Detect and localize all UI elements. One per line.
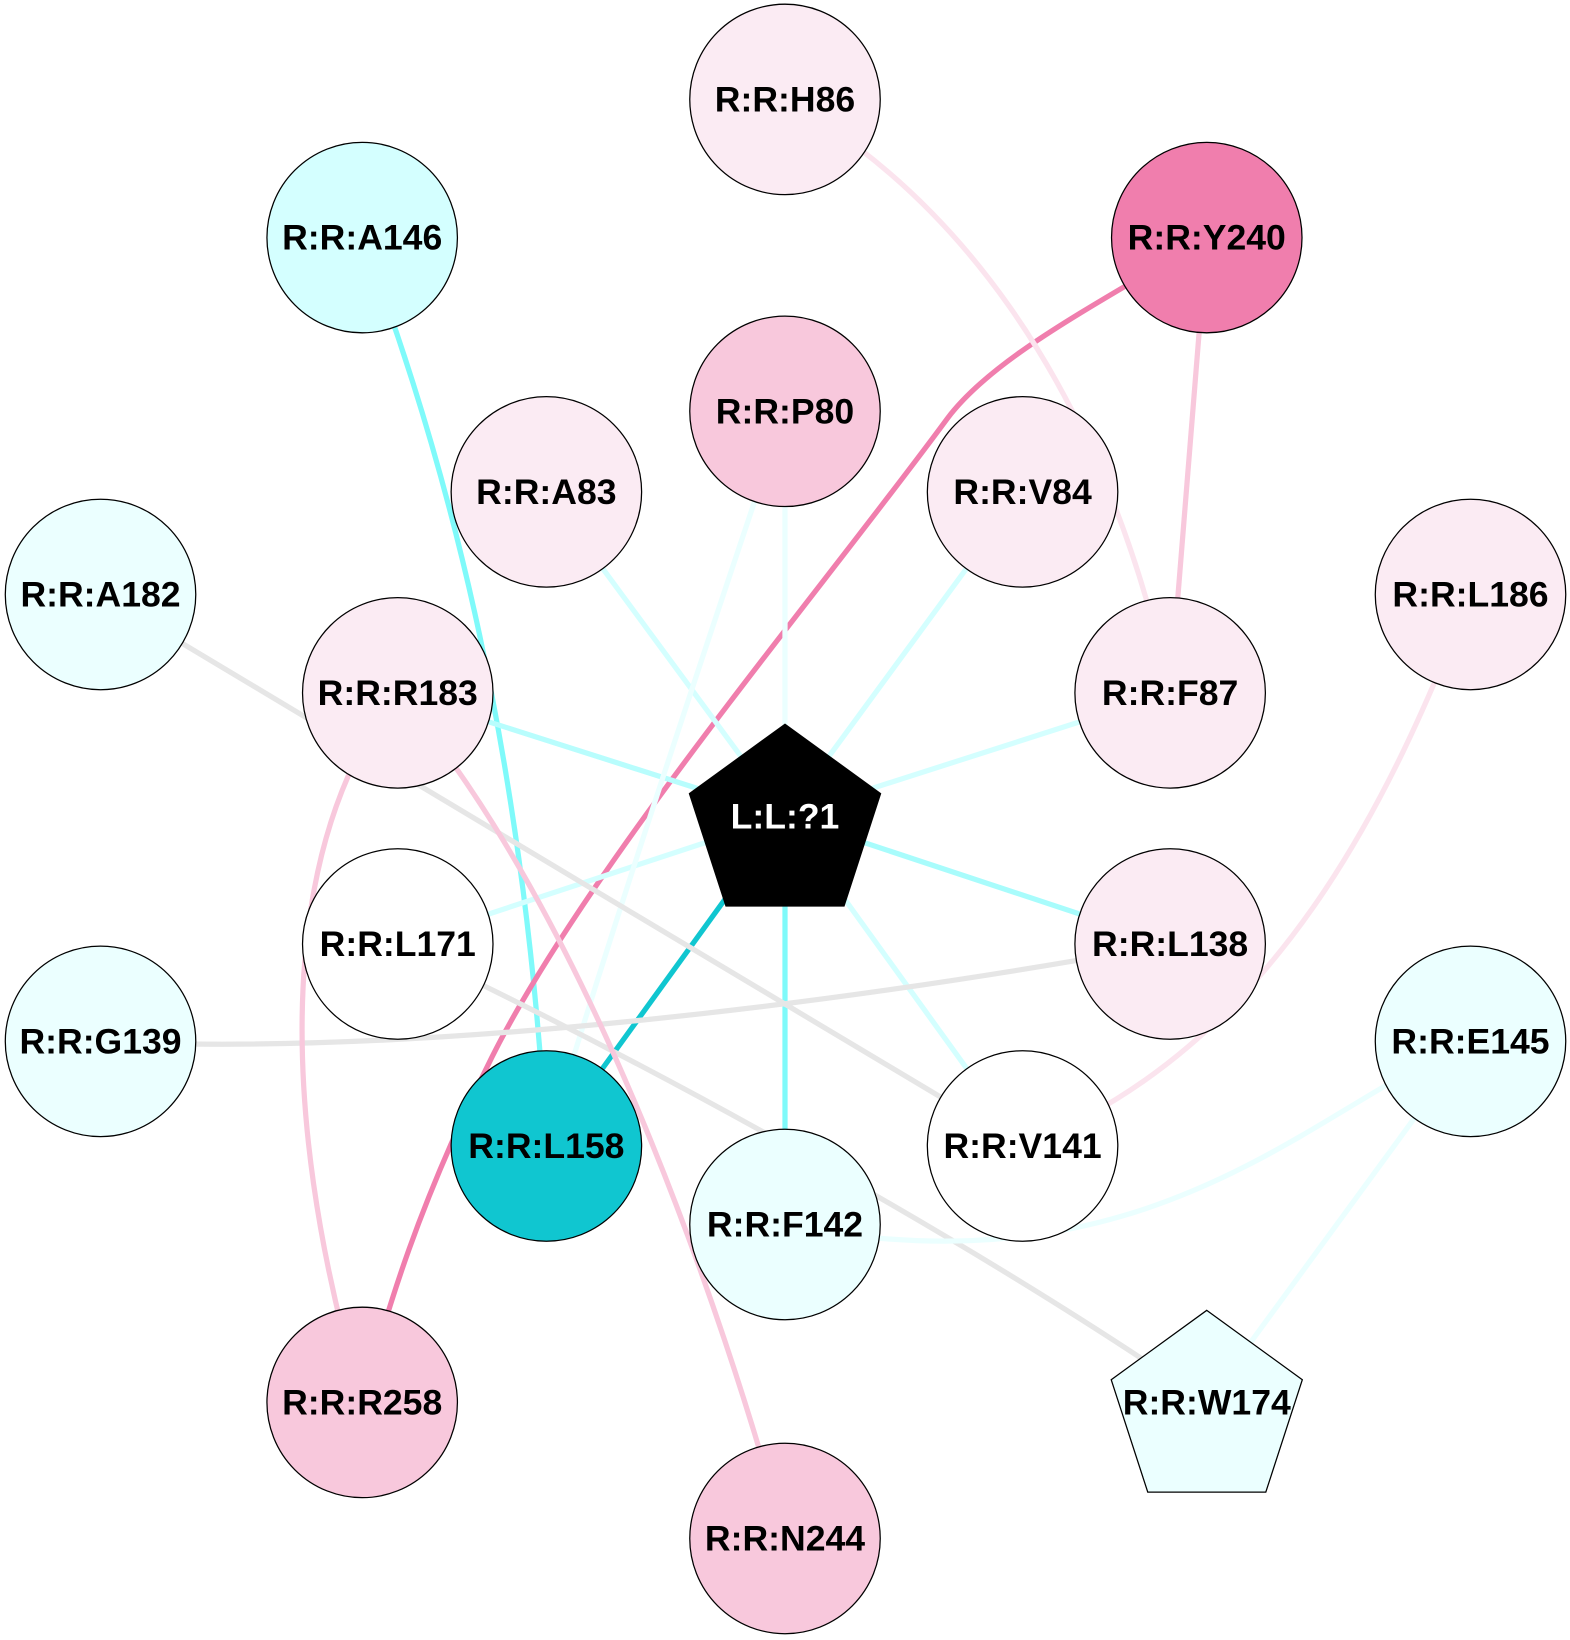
node-shape xyxy=(926,1050,1119,1242)
node-v84[interactable]: R:R:V84 xyxy=(926,396,1119,588)
node-g139[interactable]: R:R:G139 xyxy=(4,945,197,1138)
node-r183[interactable]: R:R:R183 xyxy=(301,596,494,789)
node-e145[interactable]: R:R:E145 xyxy=(1374,945,1567,1138)
node-shape xyxy=(689,3,881,196)
node-shape xyxy=(1374,498,1567,691)
node-label: R:R:R258 xyxy=(282,1382,442,1422)
node-shape xyxy=(1074,596,1267,789)
node-v141[interactable]: R:R:V141 xyxy=(926,1050,1119,1242)
node-label: R:R:L158 xyxy=(468,1126,624,1166)
node-label: R:R:G139 xyxy=(19,1021,181,1061)
node-label: R:R:R183 xyxy=(318,673,478,713)
node-shape xyxy=(1110,141,1303,334)
node-label: L:L:?1 xyxy=(731,796,840,836)
node-shape xyxy=(926,396,1119,588)
node-n244[interactable]: R:R:N244 xyxy=(689,1442,881,1635)
node-label: R:R:E145 xyxy=(1391,1021,1549,1061)
node-p80[interactable]: R:R:P80 xyxy=(689,315,881,508)
node-l186[interactable]: R:R:L186 xyxy=(1374,498,1567,691)
node-shape xyxy=(4,498,197,691)
node-a182[interactable]: R:R:A182 xyxy=(4,498,197,691)
node-label: R:R:W174 xyxy=(1123,1382,1291,1422)
node-r258[interactable]: R:R:R258 xyxy=(266,1306,459,1499)
node-shape xyxy=(689,1128,881,1321)
node-label: R:R:V84 xyxy=(953,472,1092,512)
edge-a182-v141 xyxy=(99,592,1024,1149)
node-l158[interactable]: R:R:L158 xyxy=(450,1050,643,1242)
node-shape xyxy=(266,1306,459,1499)
node-shape xyxy=(450,1050,643,1242)
node-shape xyxy=(1074,848,1267,1040)
node-f142[interactable]: R:R:F142 xyxy=(689,1128,881,1321)
node-label: R:R:Y240 xyxy=(1128,218,1286,258)
node-label: R:R:A146 xyxy=(282,218,442,258)
node-y240[interactable]: R:R:Y240 xyxy=(1110,141,1303,334)
node-label: R:R:L138 xyxy=(1092,924,1248,964)
node-shape xyxy=(301,596,494,789)
edge-r183-n244 xyxy=(395,691,788,1540)
edge-g139-l138 xyxy=(100,941,1171,1047)
node-f87[interactable]: R:R:F87 xyxy=(1074,596,1267,789)
node-label: R:R:A182 xyxy=(20,574,180,614)
node-shape xyxy=(1374,945,1567,1138)
node-l138[interactable]: R:R:L138 xyxy=(1074,848,1267,1040)
node-label: R:R:L186 xyxy=(1392,574,1548,614)
node-label: R:R:F142 xyxy=(707,1205,863,1245)
node-shape xyxy=(688,723,882,907)
node-label: R:R:N244 xyxy=(705,1518,865,1558)
node-shape xyxy=(450,396,643,588)
node-shape xyxy=(689,315,881,508)
node-label: R:R:F87 xyxy=(1102,673,1238,713)
edge-r183-r258 xyxy=(299,691,400,1404)
node-a83[interactable]: R:R:A83 xyxy=(450,396,643,588)
node-lig[interactable]: L:L:?1 xyxy=(688,723,882,907)
node-shape xyxy=(266,141,459,334)
node-label: R:R:V141 xyxy=(943,1126,1101,1166)
edge-y240-r258 xyxy=(359,235,1209,1404)
node-label: R:R:A83 xyxy=(476,472,616,512)
node-h86[interactable]: R:R:H86 xyxy=(689,3,881,196)
edge-p80-l158 xyxy=(543,410,788,1147)
node-w174[interactable]: R:R:W174 xyxy=(1110,1309,1304,1493)
edge-e145-f142 xyxy=(784,1038,1472,1244)
node-shape xyxy=(301,848,494,1040)
node-shape xyxy=(689,1442,881,1635)
node-label: R:R:L171 xyxy=(320,924,476,964)
node-a146[interactable]: R:R:A146 xyxy=(266,141,459,334)
node-shape xyxy=(4,945,197,1138)
node-l171[interactable]: R:R:L171 xyxy=(301,848,494,1040)
node-label: R:R:H86 xyxy=(715,79,855,119)
node-shape xyxy=(1110,1309,1304,1493)
node-label: R:R:P80 xyxy=(716,391,854,431)
edge-a146-l158 xyxy=(359,236,549,1147)
